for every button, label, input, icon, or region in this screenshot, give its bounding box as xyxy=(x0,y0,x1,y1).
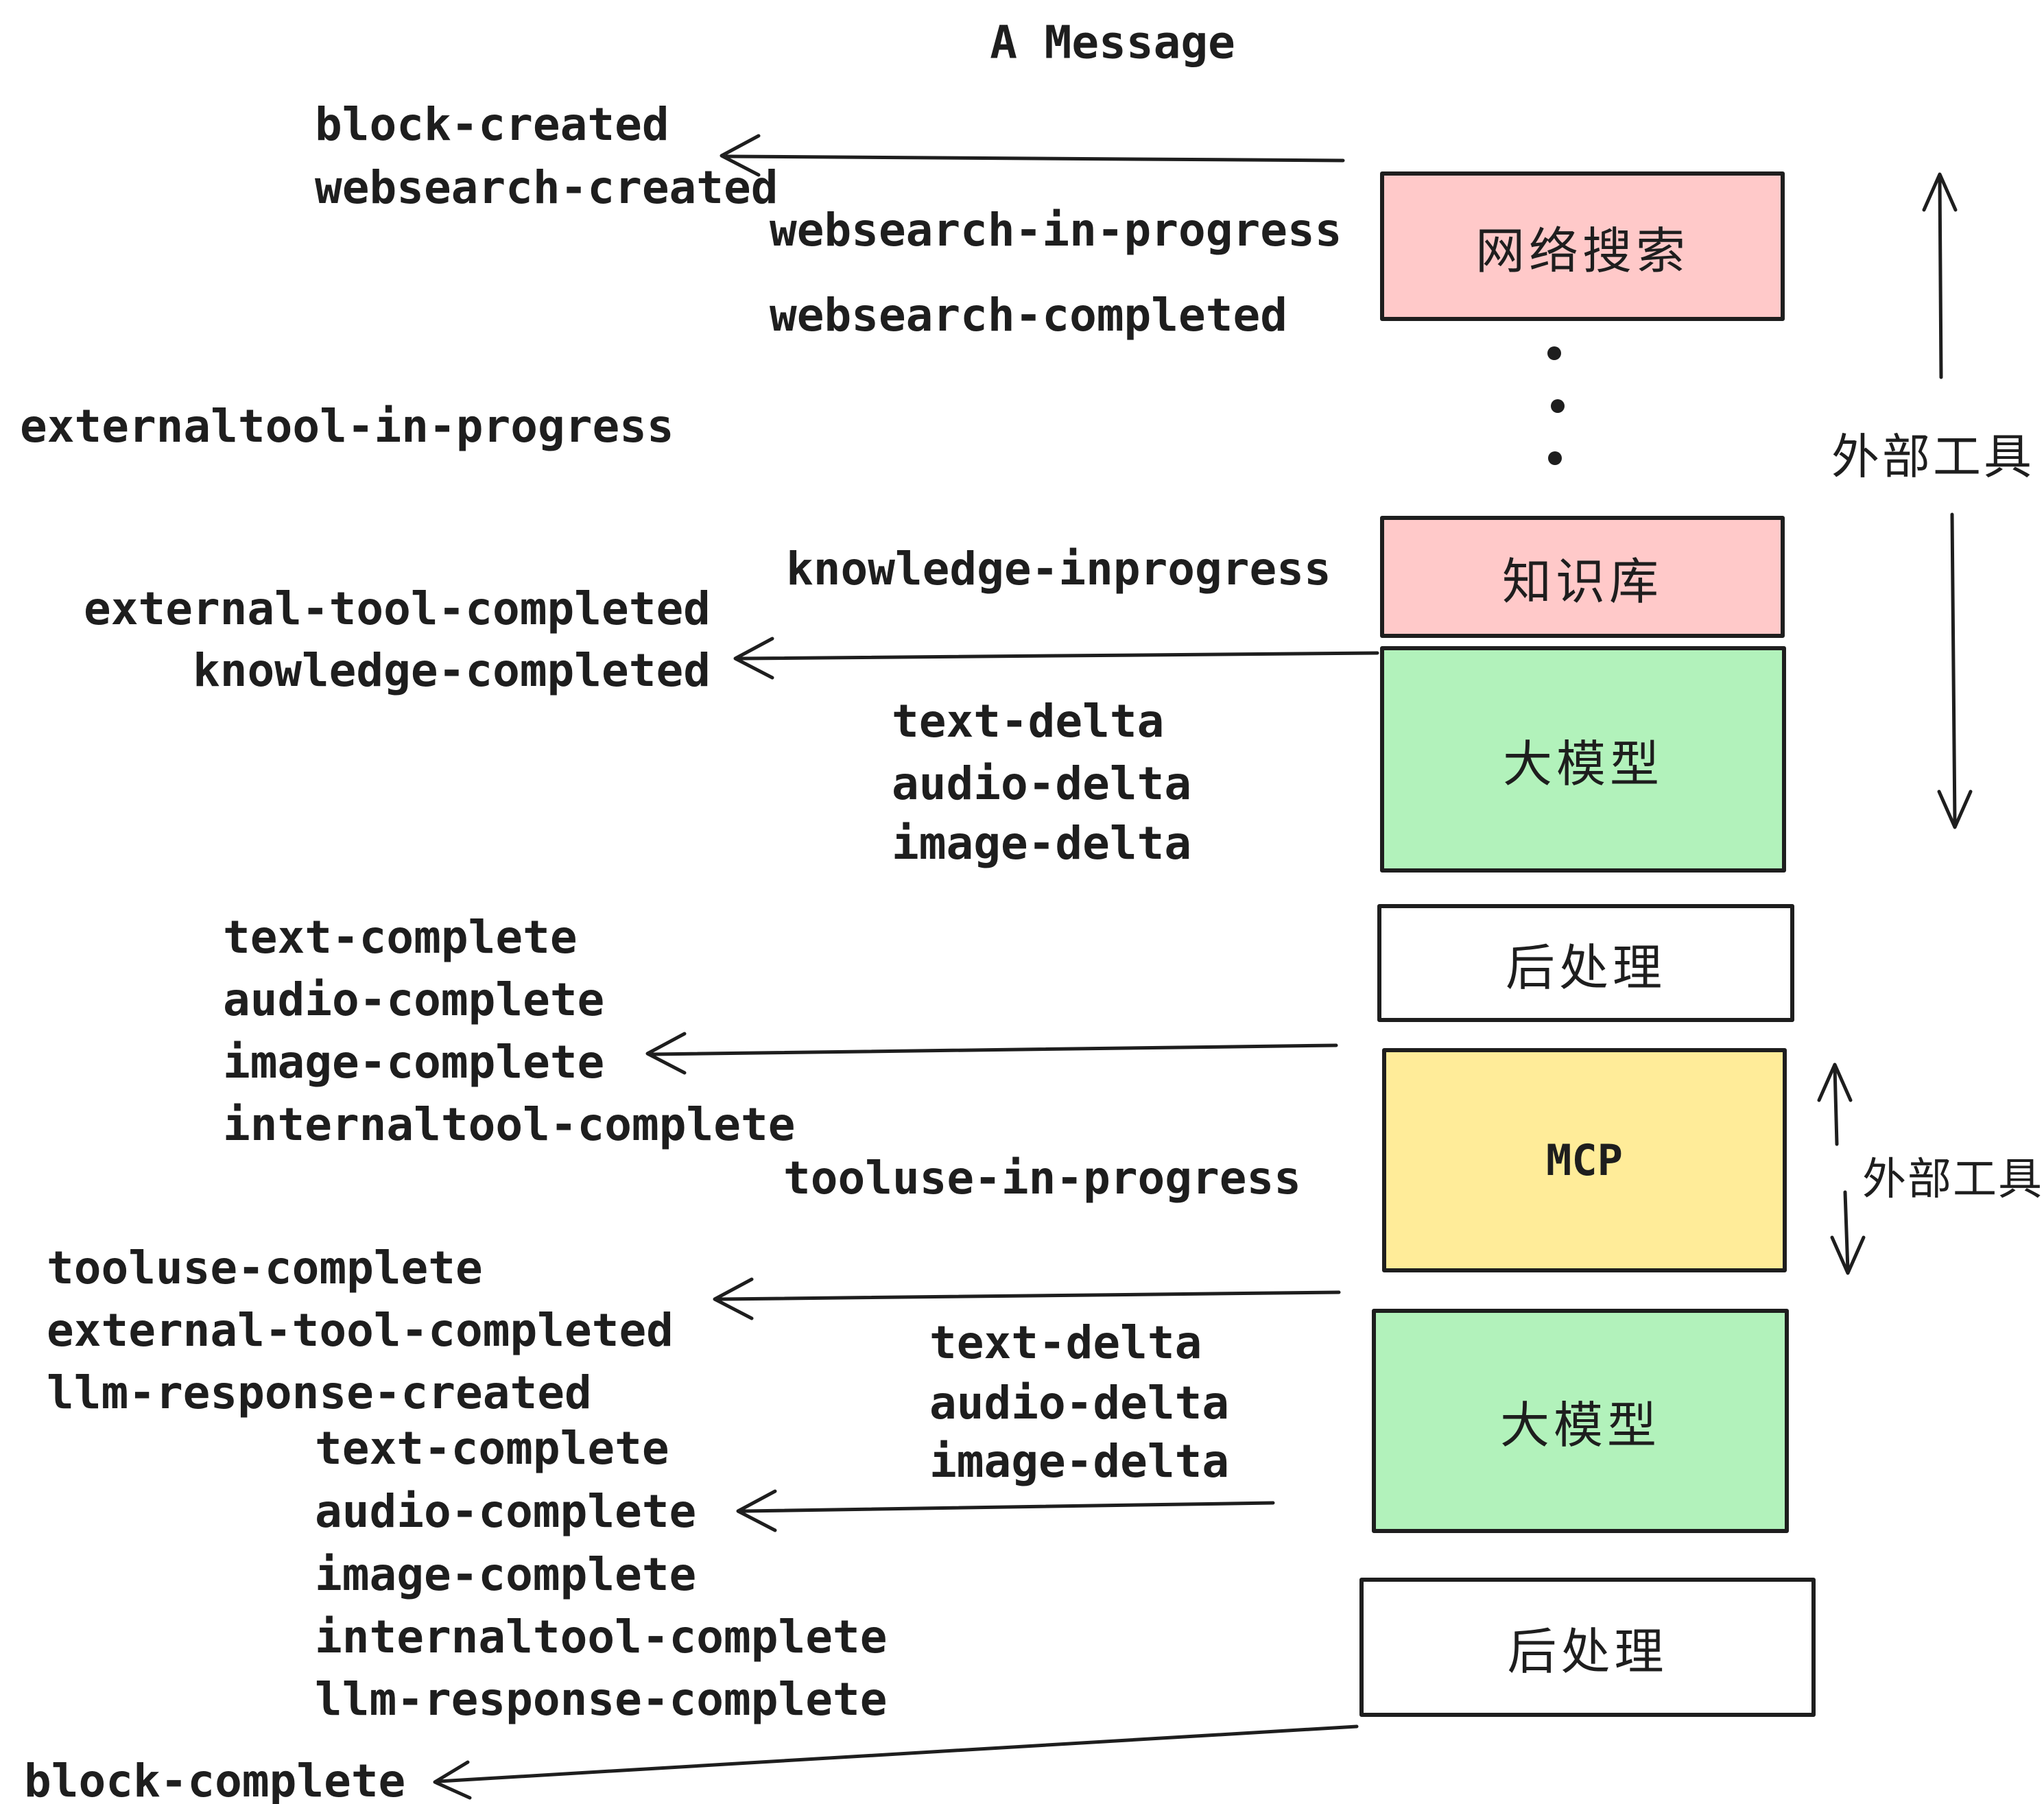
event-label-internaltool-complete-1: internaltool-complete xyxy=(223,1098,796,1151)
event-label-image-complete-2: image-complete xyxy=(315,1548,697,1601)
event-label-audio-complete-1: audio-complete xyxy=(223,973,605,1026)
arrow-image-complete xyxy=(645,1032,1338,1075)
event-label-llm-response-complete: llm-response-complete xyxy=(315,1673,888,1726)
event-label-audio-delta-2: audio-delta xyxy=(929,1377,1230,1429)
box-mcp: MCP xyxy=(1382,1048,1787,1272)
arrow-tooluse-complete xyxy=(713,1277,1341,1320)
event-label-image-delta-2: image-delta xyxy=(929,1435,1230,1488)
event-label-block-created: block-created xyxy=(315,98,669,151)
event-label-llm-response-created: llm-response-created xyxy=(47,1366,592,1419)
vertical-ellipsis-icon xyxy=(1547,346,1565,465)
event-label-text-delta-1: text-delta xyxy=(892,695,1165,748)
box-websearch: 网络搜索 xyxy=(1380,171,1785,321)
event-label-image-complete-1: image-complete xyxy=(223,1036,605,1089)
double-arrow-external-tools-mcp xyxy=(1817,1063,1866,1275)
event-label-internaltool-complete-2: internaltool-complete xyxy=(315,1611,888,1663)
arrow-block-complete xyxy=(433,1724,1359,1800)
annotation-external-tools-mcp: 外部工具 xyxy=(1862,1154,2043,1205)
event-label-websearch-completed: websearch-completed xyxy=(770,289,1287,342)
event-label-websearch-created: websearch-created xyxy=(315,161,779,214)
event-label-externaltool-in-progress: externaltool-in-progress xyxy=(20,400,674,453)
event-label-text-complete-2: text-complete xyxy=(315,1422,669,1475)
event-label-knowledge-completed: knowledge-completed xyxy=(193,644,711,697)
event-label-audio-delta-1: audio-delta xyxy=(892,757,1192,810)
event-label-text-delta-2: text-delta xyxy=(929,1316,1202,1369)
event-label-knowledge-inprogress: knowledge-inprogress xyxy=(786,543,1331,595)
event-label-audio-complete-2: audio-complete xyxy=(315,1485,697,1538)
event-label-image-delta-1: image-delta xyxy=(892,817,1192,870)
arrow-websearch-created xyxy=(720,134,1345,177)
diagram-title: A Message xyxy=(990,16,1235,69)
event-label-tooluse-in-progress: tooluse-in-progress xyxy=(783,1152,1301,1204)
event-label-websearch-in-progress: websearch-in-progress xyxy=(770,204,1342,257)
event-label-tooluse-complete: tooluse-complete xyxy=(47,1242,483,1294)
event-label-external-tool-completed-2: external-tool-completed xyxy=(47,1304,674,1357)
box-llm-2: 大模型 xyxy=(1372,1309,1789,1533)
event-label-text-complete-1: text-complete xyxy=(223,911,578,964)
box-knowledge-base: 知识库 xyxy=(1380,516,1785,638)
arrow-knowledge-completed xyxy=(733,637,1379,680)
event-label-block-complete: block-complete xyxy=(24,1755,406,1804)
annotation-external-tools-top: 外部工具 xyxy=(1831,429,2034,485)
double-arrow-external-tools-top xyxy=(1922,172,1973,829)
event-label-external-tool-completed-1: external-tool-completed xyxy=(84,582,711,635)
box-postprocess-1: 后处理 xyxy=(1377,904,1794,1022)
arrow-audio-complete xyxy=(736,1489,1275,1532)
box-llm-1: 大模型 xyxy=(1380,646,1786,873)
box-postprocess-2: 后处理 xyxy=(1359,1578,1816,1717)
